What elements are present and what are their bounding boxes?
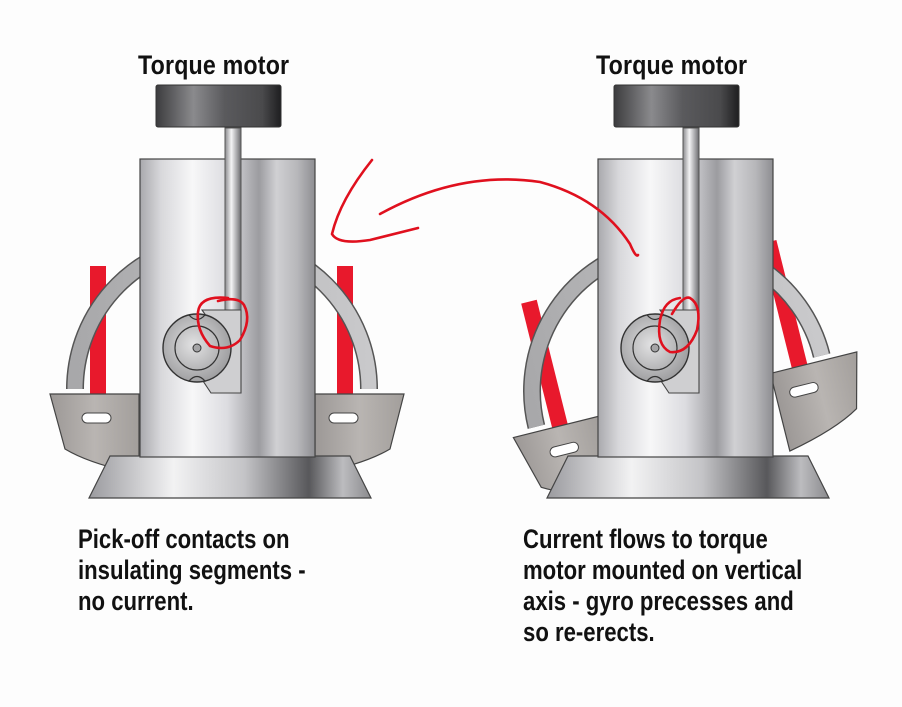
annotation-layer [196,158,700,354]
caption-line: no current. [78,586,194,616]
left-gyro [50,84,404,499]
annotation-arrow [330,158,420,243]
caption-line: insulating segments - [78,555,306,585]
annotation-circle-right [657,296,700,354]
right-title: Torque motor [596,50,748,80]
caption-line: motor mounted on vertical [523,555,803,585]
caption-line: Current flows to torque [523,524,768,554]
annotation-circle-left [196,296,249,350]
left-caption: Pick-off contacts on insulating segments… [78,524,306,617]
caption-line: axis - gyro precesses and [523,586,794,616]
right-caption: Current flows to torque motor mounted on… [523,524,802,648]
annotation-arc [378,178,640,257]
caption-line: so re-erects. [523,617,655,647]
caption-line: Pick-off contacts on [78,524,290,554]
left-title: Torque motor [138,50,290,80]
